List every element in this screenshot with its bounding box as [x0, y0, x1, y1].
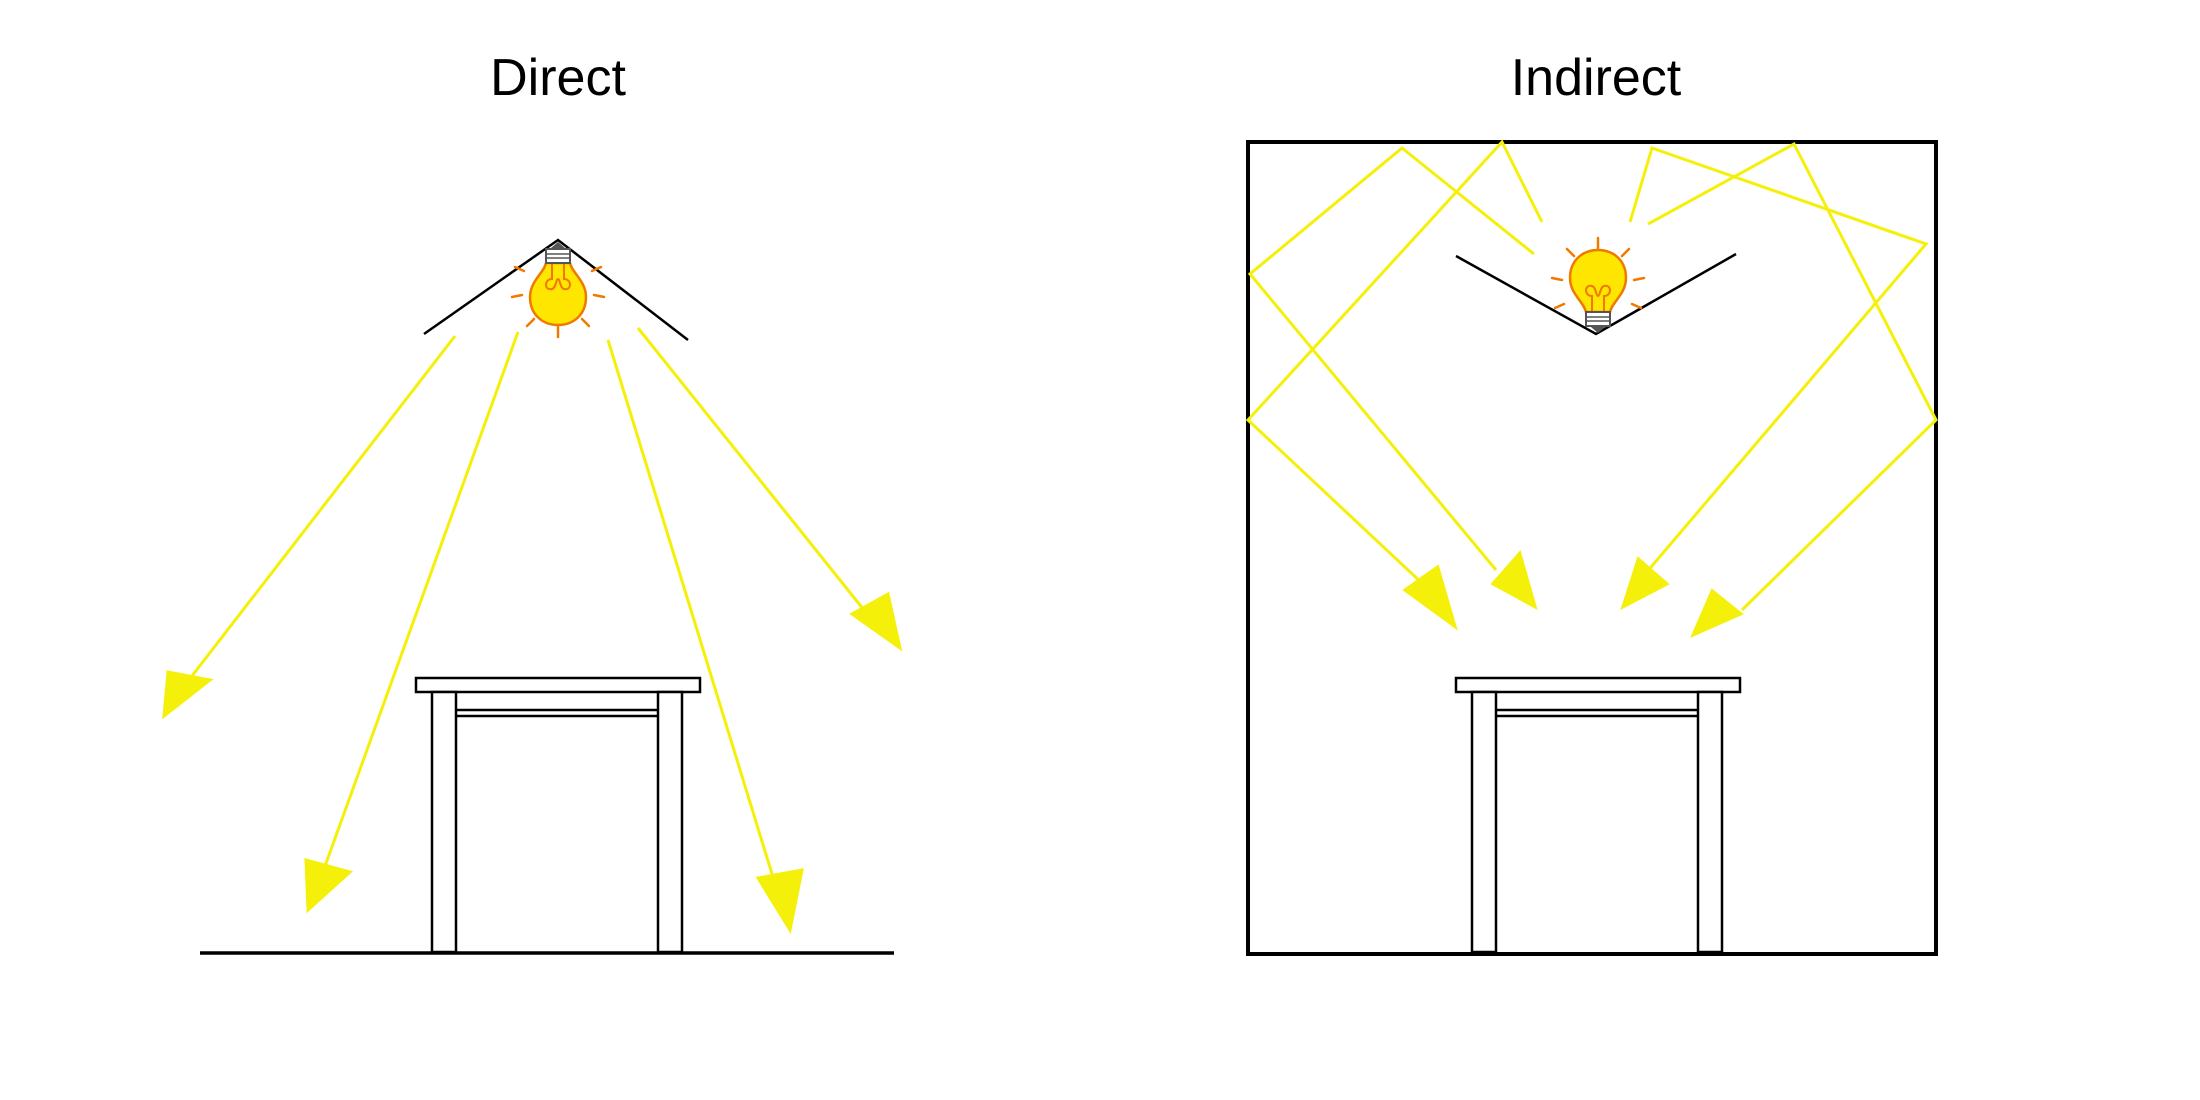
arrow-head-icon — [758, 870, 802, 930]
indirect-light-rays — [1248, 142, 1936, 610]
table-top — [1456, 678, 1740, 692]
direct-panel — [164, 240, 900, 953]
indirect-ray — [1248, 142, 1542, 600]
arrow-head-icon — [1492, 552, 1536, 608]
light-bulb-icon — [512, 243, 604, 337]
indirect-ray — [1250, 148, 1534, 570]
indirect-panel — [1248, 142, 1936, 954]
arrow-head-icon — [1622, 558, 1668, 608]
arrow-head-icon — [306, 860, 350, 910]
indirect-ray — [1630, 148, 1926, 580]
table-leg — [1472, 692, 1496, 952]
indirect-arrow-heads — [1404, 552, 1742, 636]
indirect-table — [1456, 678, 1740, 952]
table-leg — [432, 692, 456, 952]
direct-light-rays — [164, 328, 900, 930]
arrow-head-icon — [1692, 590, 1742, 636]
table-leg — [658, 692, 682, 952]
direct-ray — [320, 332, 518, 880]
direct-ray — [178, 336, 455, 694]
table-leg — [1698, 692, 1722, 952]
direct-table — [416, 678, 700, 952]
arrow-head-icon — [164, 672, 210, 716]
direct-ray — [608, 340, 780, 900]
table-top — [416, 678, 700, 692]
indirect-ray — [1648, 144, 1936, 610]
direct-ray — [638, 328, 880, 630]
